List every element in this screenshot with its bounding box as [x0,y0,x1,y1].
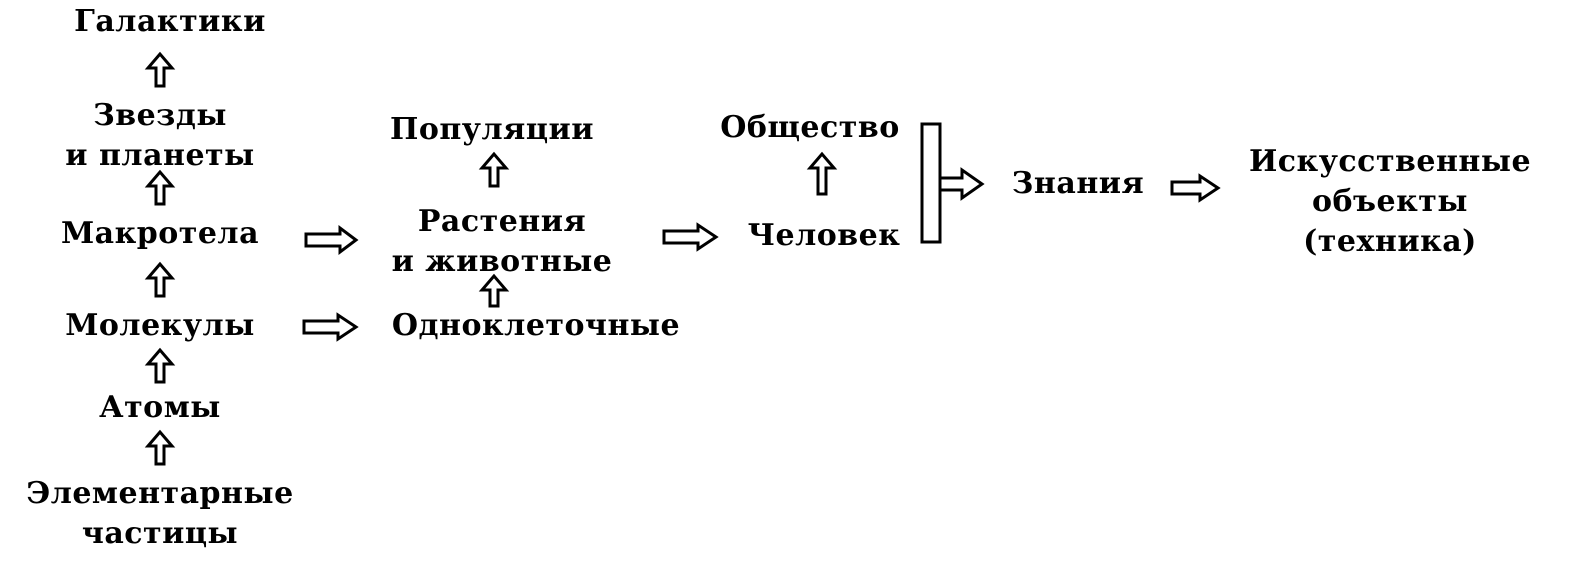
node-unicellular-label: Одноклеточные [391,308,681,343]
node-molecules: Молекулы [40,306,280,346]
arrow-up-molecules-to-macro [144,261,176,298]
node-galaxies: Галактики [60,2,280,42]
node-plants-line1: Растения [417,204,587,239]
arrow-right-macro-to-plants [304,225,359,255]
node-knowledge-label: Знания [1011,166,1145,201]
arrow-up-unicellular-to-plants [478,273,510,308]
node-populations-label: Популяции [390,112,594,147]
node-atoms-label: Атомы [99,390,221,425]
node-artificial-line1: Искусственные [1248,144,1532,179]
node-human: Человек [726,216,922,256]
node-macrobodies-label: Макротела [60,216,260,251]
node-stars-line2: и планеты [65,138,255,173]
node-artificial-objects: Искусственные объекты (техника) [1220,142,1560,262]
node-knowledge: Знания [992,164,1164,204]
node-elementary-line1: Элементарные [26,476,294,511]
arrow-right-knowledge-to-artificial [1170,173,1221,203]
arrow-up-plants-to-populations [478,151,510,188]
arrow-right-bracket-to-knowledge [938,167,985,201]
arrow-up-macro-to-stars [144,169,176,206]
arrow-up-human-to-society [806,151,838,196]
arrow-up-atoms-to-molecules [144,347,176,384]
node-macrobodies: Макротела [40,214,280,254]
node-stars-line1: Звезды [93,98,227,133]
node-molecules-label: Молекулы [65,308,255,343]
node-stars-planets: Звезды и планеты [20,96,300,176]
node-artificial-line2: объекты [1312,184,1468,219]
node-human-label: Человек [747,218,901,253]
node-society: Общество [700,108,920,148]
arrow-right-plants-to-human [662,222,719,252]
node-plants-animals: Растения и животные [362,202,642,282]
node-elementary-line2: частицы [81,516,239,551]
node-populations: Популяции [362,110,622,150]
node-unicellular: Одноклеточные [366,306,706,346]
arrow-right-molecules-to-unicellular [302,312,359,342]
node-society-label: Общество [720,110,900,145]
bracket-society-human [920,122,942,244]
node-artificial-line3: (техника) [1303,224,1477,259]
node-galaxies-label: Галактики [74,4,266,39]
node-atoms: Атомы [60,388,260,428]
arrow-up-stars-to-galaxies [144,51,176,88]
arrow-up-particles-to-atoms [144,429,176,466]
node-elementary-particles: Элементарные частицы [0,474,320,554]
node-plants-line2: и животные [391,244,613,279]
